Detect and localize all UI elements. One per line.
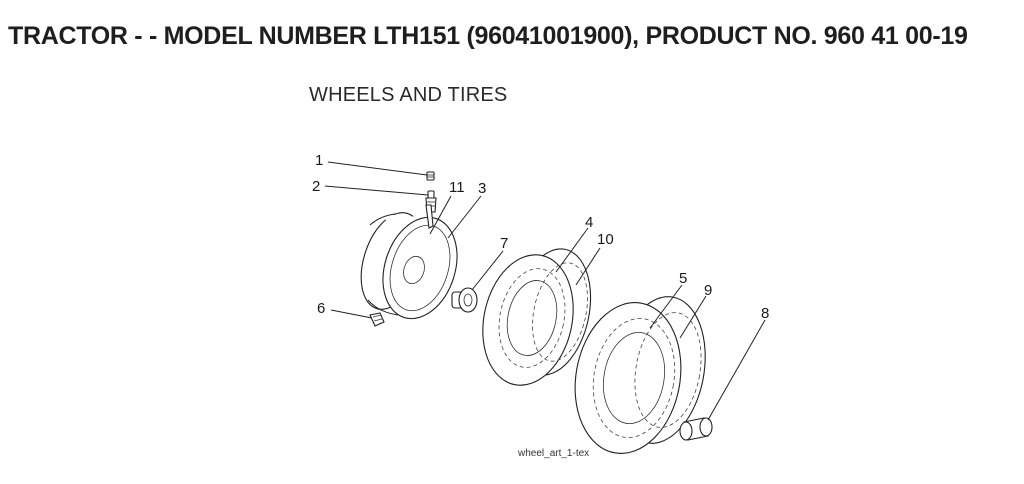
hub-cap-part: [679, 417, 713, 441]
front-tire-part: [482, 248, 592, 386]
callout-9: 9: [704, 282, 712, 299]
callout-1: 1: [315, 152, 323, 169]
rim-part: [360, 204, 458, 320]
callout-5: 5: [679, 270, 687, 287]
page-title: TRACTOR - - MODEL NUMBER LTH151 (9604100…: [8, 22, 968, 50]
callout-3: 3: [478, 180, 486, 197]
valve-cap-part: [426, 171, 435, 181]
bushing-part: [451, 287, 478, 313]
lug-bolt-part: [369, 312, 385, 327]
callout-6: 6: [317, 300, 325, 317]
section-title: WHEELS AND TIRES: [309, 84, 508, 106]
callout-4: 4: [585, 214, 593, 231]
callout-11: 11: [449, 179, 465, 196]
callout-2: 2: [312, 178, 320, 195]
callout-7: 7: [500, 235, 508, 252]
callout-10: 10: [597, 231, 614, 248]
leader-lines: [324, 161, 766, 421]
art-reference: wheel_art_1-tex: [517, 448, 589, 459]
callout-8: 8: [761, 305, 769, 322]
